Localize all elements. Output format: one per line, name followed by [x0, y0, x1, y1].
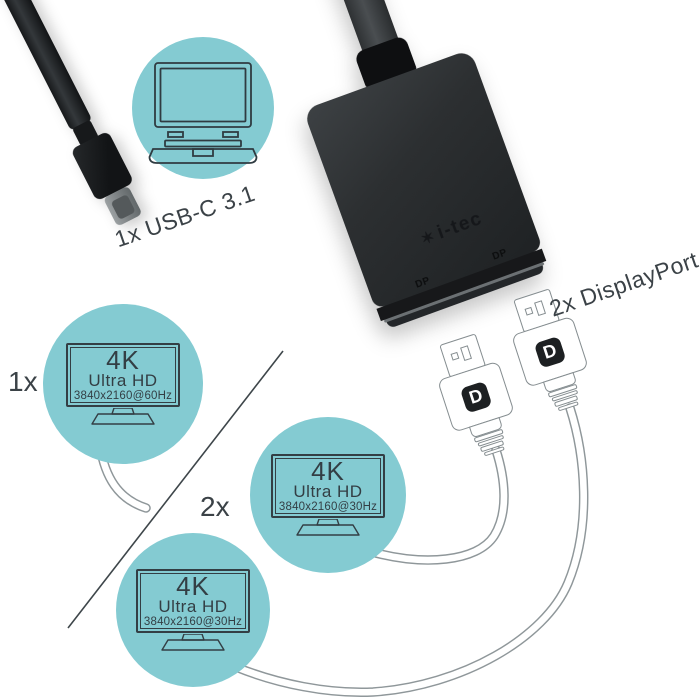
monitor-badge-30hz-a: 4K Ultra HD 3840x2160@30Hz: [250, 417, 406, 573]
monitor-icon: 4K Ultra HD 3840x2160@30Hz: [271, 453, 385, 518]
monitor-res-4k: 4K: [176, 570, 210, 601]
monitor-stand: [91, 407, 155, 425]
monitor-stand: [161, 633, 225, 651]
count-label-2x: 2x: [200, 491, 230, 522]
divider-line: [67, 350, 284, 629]
monitor-res-detail: 3840x2160@30Hz: [278, 500, 378, 513]
port-label-dp-left: DP: [413, 275, 432, 291]
monitor-badge-30hz-b: 4K Ultra HD 3840x2160@30Hz: [116, 533, 270, 687]
monitor-stand: [296, 518, 360, 536]
monitor-res-4k: 4K: [311, 455, 345, 486]
monitor-res-uhd: Ultra HD: [88, 370, 158, 390]
dp-plug-pin: [450, 351, 460, 361]
monitor-res-uhd: Ultra HD: [293, 481, 363, 501]
dp-cable-right: [232, 404, 587, 696]
count-label-1x: 1x: [8, 366, 38, 397]
monitor-res-4k: 4K: [106, 344, 140, 375]
port-label-dp-right: DP: [491, 247, 509, 263]
laptop-badge: [132, 37, 274, 179]
monitor-res-detail: 3840x2160@30Hz: [143, 615, 243, 628]
dp-plug-pin: [460, 345, 473, 362]
monitor-badge-60hz: 4K Ultra HD 3840x2160@60Hz: [43, 304, 203, 464]
monitor-res-uhd: Ultra HD: [158, 596, 228, 616]
monitor-icon: 4K Ultra HD 3840x2160@30Hz: [136, 568, 250, 633]
dp-plug-pin: [524, 306, 534, 316]
displayport-logo-icon: D: [459, 380, 493, 414]
laptop-icon: [148, 62, 258, 164]
brand-name: i-tec: [434, 207, 486, 244]
star-icon: ✶: [418, 227, 439, 249]
dp-cable-left: [368, 446, 508, 564]
monitor-icon: 4K Ultra HD 3840x2160@60Hz: [66, 342, 180, 407]
displayport-logo-icon: D: [533, 335, 567, 369]
usb-c-plug-slot: [110, 194, 136, 221]
monitor-res-detail: 3840x2160@60Hz: [73, 389, 173, 402]
